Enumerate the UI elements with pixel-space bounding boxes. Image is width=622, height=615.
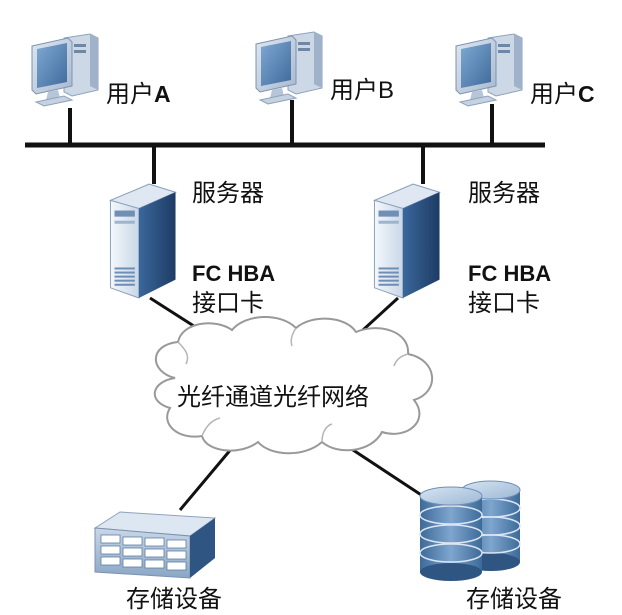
storage-right-label: 存储设备 xyxy=(466,585,562,613)
server-left-hba-title: FC HBA xyxy=(192,261,276,286)
user-b-label-letter: B xyxy=(378,77,395,104)
server-right-label: 服务器 xyxy=(468,179,540,207)
storage-left-fabric-link xyxy=(178,447,234,511)
user-b-computer-icon xyxy=(255,31,323,105)
user-a-label-letter: A xyxy=(154,81,171,107)
server-right-icon xyxy=(373,183,441,299)
server-left-label: 服务器 xyxy=(192,179,264,207)
user-a-label: 用户A xyxy=(106,82,171,106)
server-left-icon xyxy=(109,183,177,299)
user-c-label-prefix: 用户 xyxy=(530,80,578,108)
server-left-hba-subtitle: 接口卡 xyxy=(192,289,264,317)
storage-array-left-icon xyxy=(93,511,217,579)
user-a-computer-icon xyxy=(31,33,99,107)
storage-disk-stack-right-icon xyxy=(419,480,521,581)
server-right-hba-title: FC HBA xyxy=(468,261,552,286)
user-c-computer-icon xyxy=(455,33,523,107)
storage-left-label: 存储设备 xyxy=(126,585,222,613)
user-b-label: 用户B xyxy=(330,78,394,103)
user-a-label-prefix: 用户 xyxy=(106,80,154,108)
user-c-label-letter: C xyxy=(578,81,595,107)
fc-fabric-label: 光纤通道光纤网络 xyxy=(177,383,369,411)
user-b-label-prefix: 用户 xyxy=(330,76,378,104)
user-c-label: 用户C xyxy=(530,82,595,106)
fc-fabric-cloud-icon xyxy=(153,315,433,455)
server-right-hba-subtitle: 接口卡 xyxy=(468,289,540,317)
